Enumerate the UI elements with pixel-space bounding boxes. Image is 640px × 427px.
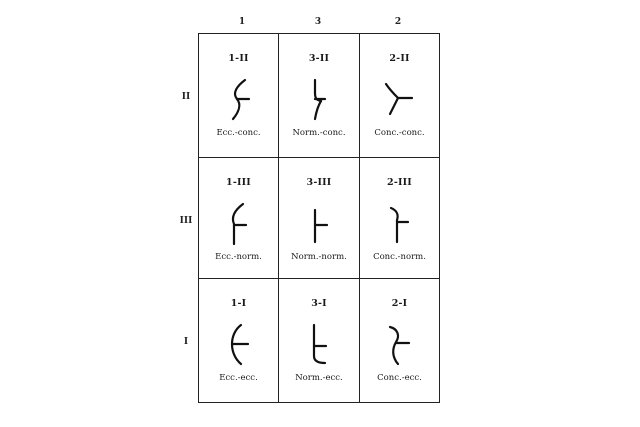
cell-3-I: 3-I Norm.-ecc. <box>279 279 360 402</box>
cell-title: 2-I <box>391 298 408 309</box>
norm-ecc-junction-icon <box>312 323 328 365</box>
cell-title: 2-II <box>389 53 410 64</box>
cell-2-II: 2-II Conc.-conc. <box>360 34 439 158</box>
cell-caption: Ecc.-ecc. <box>219 373 258 383</box>
cell-2-I: 2-I Conc.-ecc. <box>360 279 439 402</box>
conc-conc-junction-icon <box>384 82 413 116</box>
cell-caption: Norm.-norm. <box>291 252 347 262</box>
norm-norm-junction-icon <box>313 208 329 244</box>
cell-title: 3-II <box>308 53 330 64</box>
cell-1-II: 1-II Ecc.-conc. <box>199 34 279 158</box>
cell-caption: Conc.-conc. <box>374 128 425 138</box>
ecc-conc-junction-icon <box>231 78 250 121</box>
column-header-1: 1 <box>238 17 246 27</box>
ecc-ecc-junction-icon <box>230 323 249 366</box>
norm-conc-junction-icon <box>313 78 327 121</box>
cell-1-I: 1-I Ecc.-ecc. <box>199 279 279 402</box>
cell-caption: Conc.-norm. <box>373 252 426 262</box>
cell-title: 1-I <box>230 298 247 309</box>
column-header-2: 2 <box>394 17 402 27</box>
junction-type-grid: 1-II Ecc.-conc. 3-II Norm.-conc. 2-II Co… <box>198 33 440 403</box>
cell-caption: Norm.-conc. <box>292 128 346 138</box>
row-header-III: III <box>179 216 193 226</box>
cell-caption: Ecc.-conc. <box>216 128 261 138</box>
cell-caption: Ecc.-norm. <box>215 252 262 262</box>
cell-caption: Conc.-ecc. <box>377 373 422 383</box>
row-header-II: II <box>181 92 191 102</box>
cell-title: 3-III <box>306 177 332 188</box>
cell-3-II: 3-II Norm.-conc. <box>279 34 360 158</box>
cell-caption: Norm.-ecc. <box>295 373 343 383</box>
cell-3-III: 3-III Norm.-norm. <box>279 158 360 279</box>
ecc-norm-junction-icon <box>231 202 247 246</box>
cell-1-III: 1-III Ecc.-norm. <box>199 158 279 279</box>
conc-norm-junction-icon <box>389 206 409 244</box>
conc-ecc-junction-icon <box>388 325 410 366</box>
row-header-I: I <box>183 337 189 347</box>
cell-title: 3-I <box>311 298 327 309</box>
cell-title: 2-III <box>387 177 412 188</box>
cell-title: 1-III <box>226 177 251 188</box>
column-header-3: 3 <box>314 17 322 27</box>
cell-2-III: 2-III Conc.-norm. <box>360 158 439 279</box>
cell-title: 1-II <box>228 53 249 64</box>
